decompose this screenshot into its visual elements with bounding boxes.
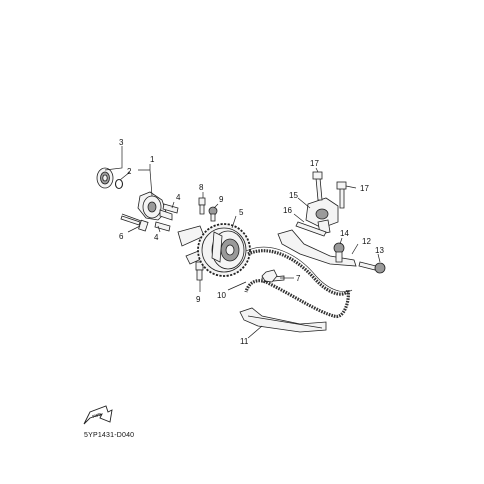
part-bolt [198,197,206,215]
part-dowel-pin [154,203,179,232]
part-bolt [336,181,347,209]
part-gasket [295,221,327,237]
part-bolt [195,261,204,281]
callout-5: 5 [239,208,244,217]
callout-11: 11 [240,337,249,346]
callout-14: 14 [340,229,349,238]
part-bolt [312,171,323,201]
callout-4: 4 [176,193,181,202]
callout-6: 6 [119,232,124,241]
part-circlip [114,178,124,190]
callout-7: 7 [296,274,301,283]
callout-1: 1 [150,155,155,164]
part-tensioner [305,197,339,235]
fwd-label: FWD [92,411,102,419]
callout-10: 10 [217,291,226,300]
callout-15: 15 [289,191,298,200]
callout-17b: 17 [360,184,369,193]
callout-13: 13 [375,246,384,255]
callout-9: 9 [219,195,224,204]
part-chain-guide [239,307,327,333]
fwd-arrow-icon: FWD [83,405,113,425]
leader-lines [104,146,381,339]
part-cam-chain [244,246,353,319]
callout-17: 17 [310,159,319,168]
part-bolt [208,206,218,222]
callout-2: 2 [127,167,132,176]
callout-8: 8 [199,183,204,192]
part-bolt [120,213,149,232]
part-bolt [358,261,386,274]
callout-3: 3 [119,138,124,147]
diagram-code: 5YP1431-D040 [84,432,135,439]
part-camshaft-sprocket [197,223,251,277]
callout-12: 12 [362,237,371,246]
callout-4b: 4 [154,233,159,242]
part-bolt [333,242,345,263]
callout-9b: 9 [196,295,201,304]
callout-16: 16 [283,206,292,215]
part-bolt [261,269,285,283]
part-tensioner-guide [277,229,357,267]
part-bearing [96,167,114,189]
callout-labels: 3 2 1 4 4 5 6 7 8 9 9 10 11 12 13 14 15 … [119,138,384,346]
